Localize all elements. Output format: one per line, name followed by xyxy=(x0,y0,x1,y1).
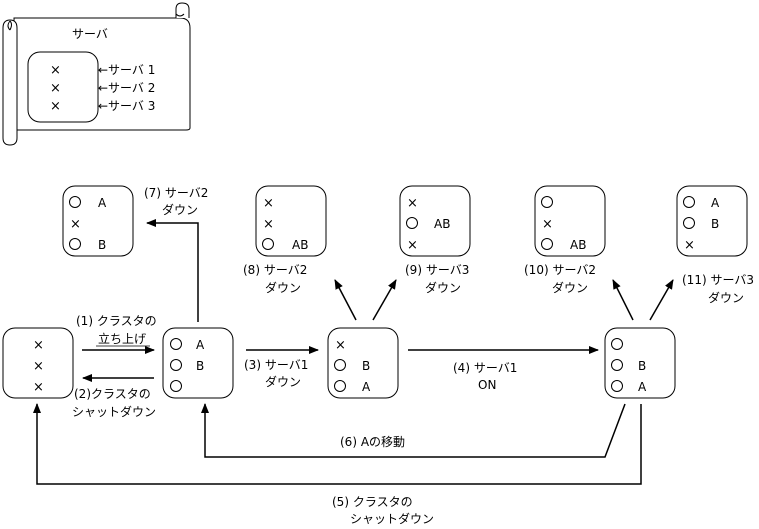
server-down-icon: × xyxy=(33,338,44,353)
state-box xyxy=(2,327,74,399)
state-box xyxy=(162,327,234,399)
resource-label: A xyxy=(362,380,371,394)
arrow-11 xyxy=(649,279,674,321)
label-t10-line1: (10) サーバ2 xyxy=(524,263,596,277)
server-down-icon: × xyxy=(542,217,553,232)
legend-scroll: サーバ × × × ←サーバ 1 ←サーバ 2 ←サーバ 3 xyxy=(2,2,191,146)
server-down-icon: × xyxy=(407,196,418,211)
legend-label-2: ←サーバ 2 xyxy=(98,81,155,95)
server-up-icon xyxy=(611,338,623,350)
scroll-left-roll-curl xyxy=(7,20,12,31)
arrow-10 xyxy=(612,279,634,321)
server-up-icon xyxy=(170,338,182,350)
server-down-icon: × xyxy=(407,238,418,253)
state-box xyxy=(327,327,399,399)
label-t2-line1: (2)クラスタの xyxy=(74,387,151,401)
label-t11-line2: ダウン xyxy=(708,290,744,305)
label-t5-line2: シャットダウン xyxy=(350,511,434,526)
resource-label: B xyxy=(196,359,204,373)
legend-label-1: ←サーバ 1 xyxy=(98,63,155,77)
arrow-5 xyxy=(33,403,642,485)
server-up-icon xyxy=(170,359,182,371)
server-up-icon xyxy=(611,380,623,392)
server-up-icon xyxy=(334,380,346,392)
arrow-7 xyxy=(146,219,199,322)
resource-label: AB xyxy=(570,238,586,252)
label-t2-line2: シャットダウン xyxy=(72,404,156,419)
server-down-icon: × xyxy=(263,217,274,232)
legend-server-box xyxy=(27,51,99,123)
server-up-icon xyxy=(69,196,81,208)
server-up-icon xyxy=(683,196,695,208)
server-down-icon: × xyxy=(684,238,695,253)
state-s8: × × AB xyxy=(255,185,327,257)
server-up-icon xyxy=(406,217,418,229)
label-t8-line2: ダウン xyxy=(265,280,301,295)
scroll-top-curl xyxy=(175,2,190,18)
resource-label: A xyxy=(98,196,107,210)
transition-labels: (1) クラスタの 立ち上げ (2)クラスタの シャットダウン (3) サーバ1… xyxy=(72,186,754,526)
server-up-icon xyxy=(683,217,695,229)
state-s1: AB xyxy=(162,327,234,399)
label-t6: (6) Aの移動 xyxy=(340,435,405,449)
label-t3-line1: (3) サーバ1 xyxy=(244,358,308,372)
state-box xyxy=(255,185,327,257)
server-down-icon: × xyxy=(33,359,44,374)
state-s11: AB × xyxy=(676,185,748,257)
resource-label: B xyxy=(98,238,106,252)
server-up-icon xyxy=(69,238,81,250)
scroll-left-roll xyxy=(2,19,18,146)
label-t11-line1: (11) サーバ3 xyxy=(682,273,754,287)
arrow-6 xyxy=(201,403,626,458)
resource-label: B xyxy=(638,359,646,373)
state-s2: × BA xyxy=(327,327,399,399)
label-t3-line2: ダウン xyxy=(265,374,301,389)
label-t7-line1: (7) サーバ2 xyxy=(144,186,208,200)
label-t4-line1: (4) サーバ1 xyxy=(453,361,517,375)
resource-label: A xyxy=(638,380,647,394)
server-down-icon: × xyxy=(335,338,346,353)
state-s7: A × B xyxy=(62,185,134,257)
server-up-icon xyxy=(262,238,274,250)
state-s9: × AB × xyxy=(399,185,471,257)
server-up-icon xyxy=(541,196,553,208)
legend-mark-3: × xyxy=(50,99,61,114)
legend-mark-1: × xyxy=(50,63,61,78)
resource-label: B xyxy=(711,217,719,231)
resource-label: B xyxy=(362,359,370,373)
legend-title: サーバ xyxy=(72,27,108,41)
label-t10-line2: ダウン xyxy=(552,280,588,295)
label-t9-line2: ダウン xyxy=(425,280,461,295)
resource-label: A xyxy=(196,338,205,352)
legend-label-3: ←サーバ 3 xyxy=(98,99,155,113)
legend-mark-2: × xyxy=(50,81,61,96)
resource-label: A xyxy=(711,196,720,210)
label-t7-line2: ダウン xyxy=(162,202,198,217)
server-down-icon: × xyxy=(263,196,274,211)
server-down-icon: × xyxy=(33,380,44,395)
label-t8-line1: (8) サーバ2 xyxy=(243,263,307,277)
arrow-8 xyxy=(334,279,357,321)
label-t1-line1: (1) クラスタの xyxy=(76,314,157,328)
resource-label: AB xyxy=(292,238,308,252)
label-t9-line1: (9) サーバ3 xyxy=(405,263,469,277)
connectors xyxy=(33,219,674,485)
label-t1-line2: 立ち上げ xyxy=(98,331,146,346)
label-t4-line2: ON xyxy=(478,378,496,392)
state-box xyxy=(399,185,471,257)
server-up-icon xyxy=(334,359,346,371)
resource-label: AB xyxy=(434,217,450,231)
server-down-icon: × xyxy=(70,217,81,232)
state-s0: × × × xyxy=(2,327,74,399)
arrow-9 xyxy=(372,279,397,321)
state-s10: × AB xyxy=(534,185,606,257)
server-up-icon xyxy=(170,380,182,392)
server-up-icon xyxy=(611,359,623,371)
label-t5-line1: (5) クラスタの xyxy=(332,495,413,509)
state-s3: BA xyxy=(604,327,676,399)
server-up-icon xyxy=(541,238,553,250)
